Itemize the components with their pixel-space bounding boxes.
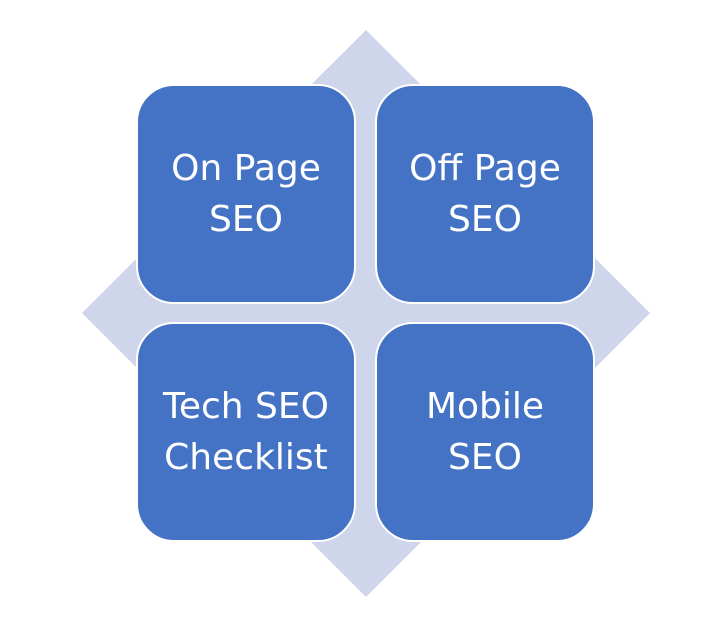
- quadrant-label: On Page SEO: [171, 148, 321, 240]
- quadrant-label: Tech SEO Checklist: [162, 386, 329, 478]
- quadrant-mobile-seo: Mobile SEO: [375, 322, 595, 542]
- quadrant-label: Off Page SEO: [409, 148, 561, 240]
- quadrant-label: Mobile SEO: [425, 386, 545, 478]
- quadrant-tech-seo-checklist: Tech SEO Checklist: [136, 322, 356, 542]
- quadrant-on-page-seo: On Page SEO: [136, 84, 356, 304]
- quadrant-off-page-seo: Off Page SEO: [375, 84, 595, 304]
